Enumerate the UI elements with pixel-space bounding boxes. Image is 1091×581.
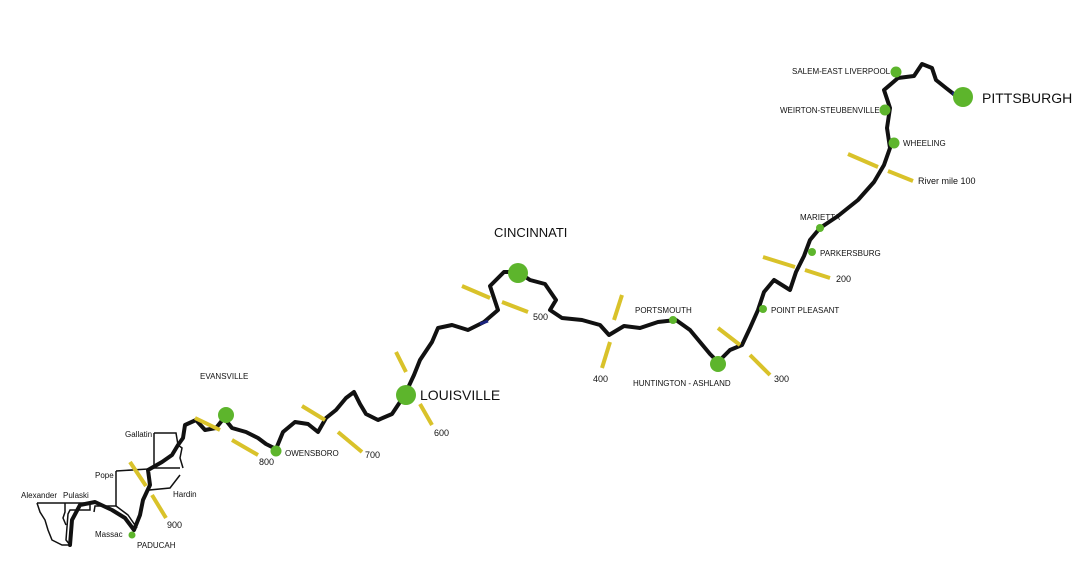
massac-border	[115, 505, 138, 529]
city-label: CINCINNATI	[494, 225, 567, 240]
alexander-pulaski-border	[62, 503, 67, 526]
mile-marker-800	[194, 416, 221, 432]
mile-marker-300	[748, 353, 772, 377]
county-label: Gallatin	[125, 430, 152, 439]
city-marker-portsmouth	[669, 316, 677, 324]
mile-marker-400	[600, 341, 612, 369]
mile-marker-700	[336, 430, 364, 454]
city-marker-owensboro	[270, 445, 282, 457]
mile-marker-100	[847, 152, 879, 169]
city-label: WHEELING	[903, 139, 946, 148]
mile-labels: River mile 100 200 300 400 500 600 700 8…	[167, 176, 976, 530]
alexander-outline	[36, 502, 70, 546]
mile-label: 300	[774, 374, 789, 384]
city-marker-evansville	[218, 407, 234, 423]
mile-marker-300	[716, 326, 742, 347]
city-label: SALEM-EAST LIVERPOOL	[792, 67, 891, 76]
mile-marker-500	[501, 300, 529, 314]
city-label: WEIRTON-STEUBENVILLE	[780, 106, 880, 115]
city-labels: PITTSBURGH SALEM-EAST LIVERPOOL WEIRTON-…	[137, 67, 1072, 550]
city-marker-weirton	[879, 104, 891, 116]
city-marker-wheeling	[888, 137, 900, 149]
mile-marker-200	[804, 268, 831, 280]
city-marker-paducah	[128, 531, 136, 539]
county-label: Pulaski	[63, 491, 89, 500]
city-marker-pittsburgh	[953, 87, 973, 107]
mile-marker-700	[300, 404, 327, 422]
mile-label: River mile 100	[918, 176, 976, 186]
mile-label: 200	[836, 274, 851, 284]
ohio-river	[68, 62, 965, 547]
city-markers	[128, 66, 973, 539]
pulaski-outline	[37, 502, 91, 546]
mile-label: 600	[434, 428, 449, 438]
mile-marker-200	[762, 255, 796, 269]
county-label: Hardin	[173, 490, 197, 499]
mile-label: 700	[365, 450, 380, 460]
county-label: Alexander	[21, 491, 57, 500]
city-label: PARKERSBURG	[820, 249, 881, 258]
county-labels: Gallatin Pope Hardin Alexander Pulaski M…	[21, 430, 197, 539]
mile-markers	[128, 152, 914, 520]
river-accent	[479, 319, 489, 326]
mile-marker-800	[231, 438, 259, 457]
gallatin-outline	[154, 432, 184, 469]
city-label: PORTSMOUTH	[635, 306, 692, 315]
mile-marker-500	[461, 284, 491, 300]
city-marker-parkersburg	[808, 248, 816, 256]
city-label: OWENSBORO	[285, 449, 339, 458]
city-marker-pointpleasant	[759, 305, 767, 313]
city-marker-huntington	[710, 356, 726, 372]
mile-marker-900	[128, 460, 148, 488]
city-label: PITTSBURGH	[982, 90, 1072, 106]
city-marker-salem	[890, 66, 902, 78]
city-label: POINT PLEASANT	[771, 306, 839, 315]
county-label: Massac	[95, 530, 123, 539]
city-marker-marietta	[816, 224, 824, 232]
city-label: HUNTINGTON - ASHLAND	[633, 379, 731, 388]
county-label: Pope	[95, 471, 114, 480]
city-label: LOUISVILLE	[420, 387, 500, 403]
city-marker-cincinnati	[508, 263, 528, 283]
mile-label: 400	[593, 374, 608, 384]
mile-marker-600	[394, 351, 408, 373]
mile-marker-100	[887, 169, 914, 183]
mile-marker-600	[418, 403, 434, 426]
mile-marker-400	[612, 294, 624, 321]
mile-marker-900	[150, 493, 168, 520]
city-marker-louisville	[396, 385, 416, 405]
mile-label: 900	[167, 520, 182, 530]
city-label: MARIETTA	[800, 213, 841, 222]
city-label: PADUCAH	[137, 541, 176, 550]
mile-label: 500	[533, 312, 548, 322]
mile-label: 800	[259, 457, 274, 467]
city-label: EVANSVILLE	[200, 372, 248, 381]
county-outlines	[36, 432, 184, 546]
